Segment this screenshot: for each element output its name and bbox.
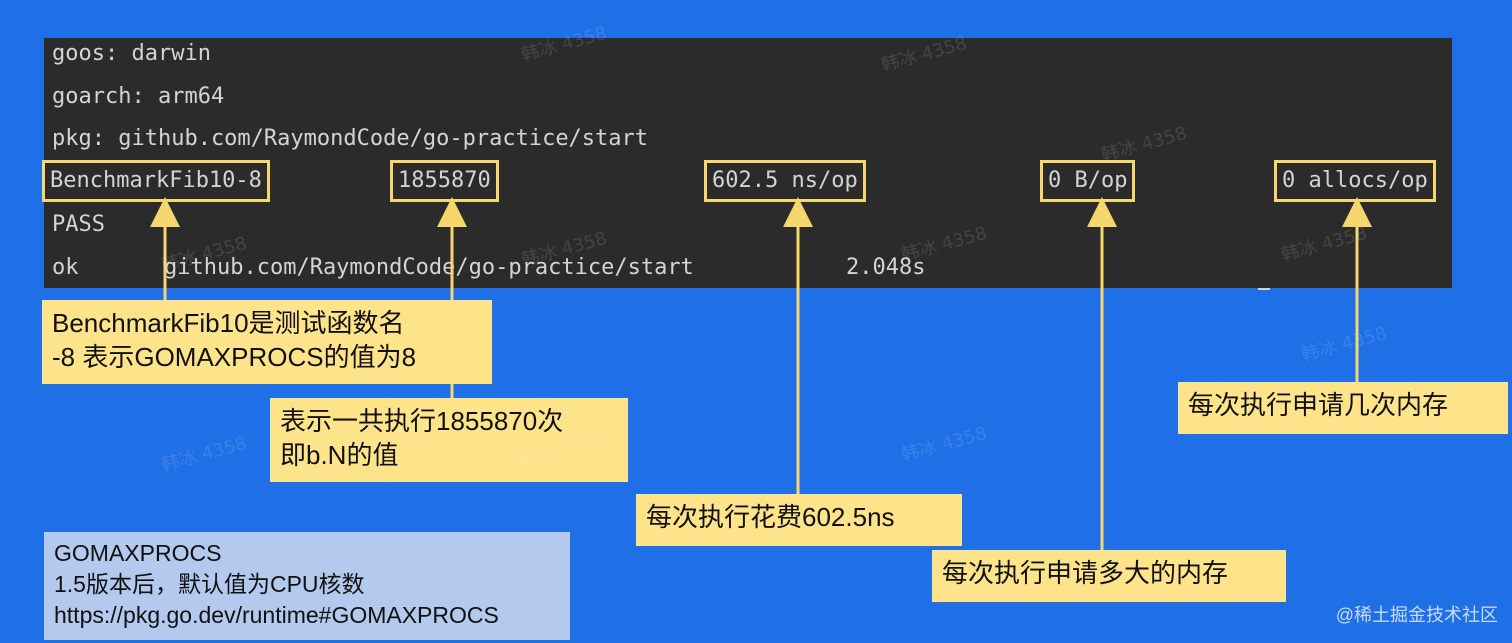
terminal-line-goos: goos: darwin — [52, 41, 211, 66]
terminal-line-goarch: goarch: arm64 — [52, 84, 225, 109]
benchmark-ns-highlight: 602.5 ns/op — [704, 160, 866, 202]
watermark: 韩冰 4358 — [159, 432, 250, 476]
terminal-output: goos: darwin goarch: arm64 pkg: github.c… — [42, 38, 1452, 288]
note-link[interactable]: https://pkg.go.dev/runtime#GOMAXPROCS — [54, 602, 499, 628]
gomaxprocs-note: GOMAXPROCS 1.5版本后，默认值为CPU核数 https://pkg.… — [44, 532, 570, 640]
watermark: 韩冰 4358 — [899, 422, 990, 466]
callout-allocs-text: 每次执行申请几次内存 — [1188, 390, 1449, 420]
callout-ns-text: 每次执行花费602.5ns — [646, 502, 895, 532]
credit-text: @稀土掘金技术社区 — [1335, 605, 1498, 625]
callout-bytes-per-op: 每次执行申请多大的内存 — [932, 550, 1286, 602]
callout-name-line1: BenchmarkFib10是测试函数名 — [52, 308, 405, 338]
benchmark-name-highlight: BenchmarkFib10-8 — [42, 160, 270, 202]
callout-iterations: 表示一共执行1855870次 即b.N的值 — [270, 398, 628, 482]
note-line2: 1.5版本后，默认值为CPU核数 — [54, 571, 365, 597]
callout-iter-line1: 表示一共执行1855870次 — [280, 406, 564, 436]
callout-allocs-per-op: 每次执行申请几次内存 — [1178, 382, 1508, 434]
terminal-ok-duration: 2.048s — [846, 255, 926, 280]
callout-bytes-text: 每次执行申请多大的内存 — [942, 558, 1229, 588]
callout-ns-per-op: 每次执行花费602.5ns — [636, 494, 962, 546]
callout-name-line2: -8 表示GOMAXPROCS的值为8 — [52, 342, 417, 372]
terminal-line-pkg: pkg: github.com/RaymondCode/go-practice/… — [52, 126, 649, 151]
benchmark-allocs-highlight: 0 allocs/op — [1274, 160, 1436, 202]
watermark: 韩冰 4358 — [1299, 322, 1390, 366]
terminal-cursor — [1258, 288, 1270, 290]
benchmark-iterations-highlight: 1855870 — [390, 160, 499, 202]
note-line1: GOMAXPROCS — [54, 540, 222, 566]
callout-benchmark-name: BenchmarkFib10是测试函数名 -8 表示GOMAXPROCS的值为8 — [42, 300, 492, 384]
terminal-ok-package: github.com/RaymondCode/go-practice/start — [164, 255, 694, 280]
benchmark-bytes-highlight: 0 B/op — [1040, 160, 1136, 202]
callout-iter-line2: 即b.N的值 — [280, 440, 399, 470]
terminal-ok-status: ok — [52, 255, 79, 280]
terminal-line-pass: PASS — [52, 212, 105, 237]
